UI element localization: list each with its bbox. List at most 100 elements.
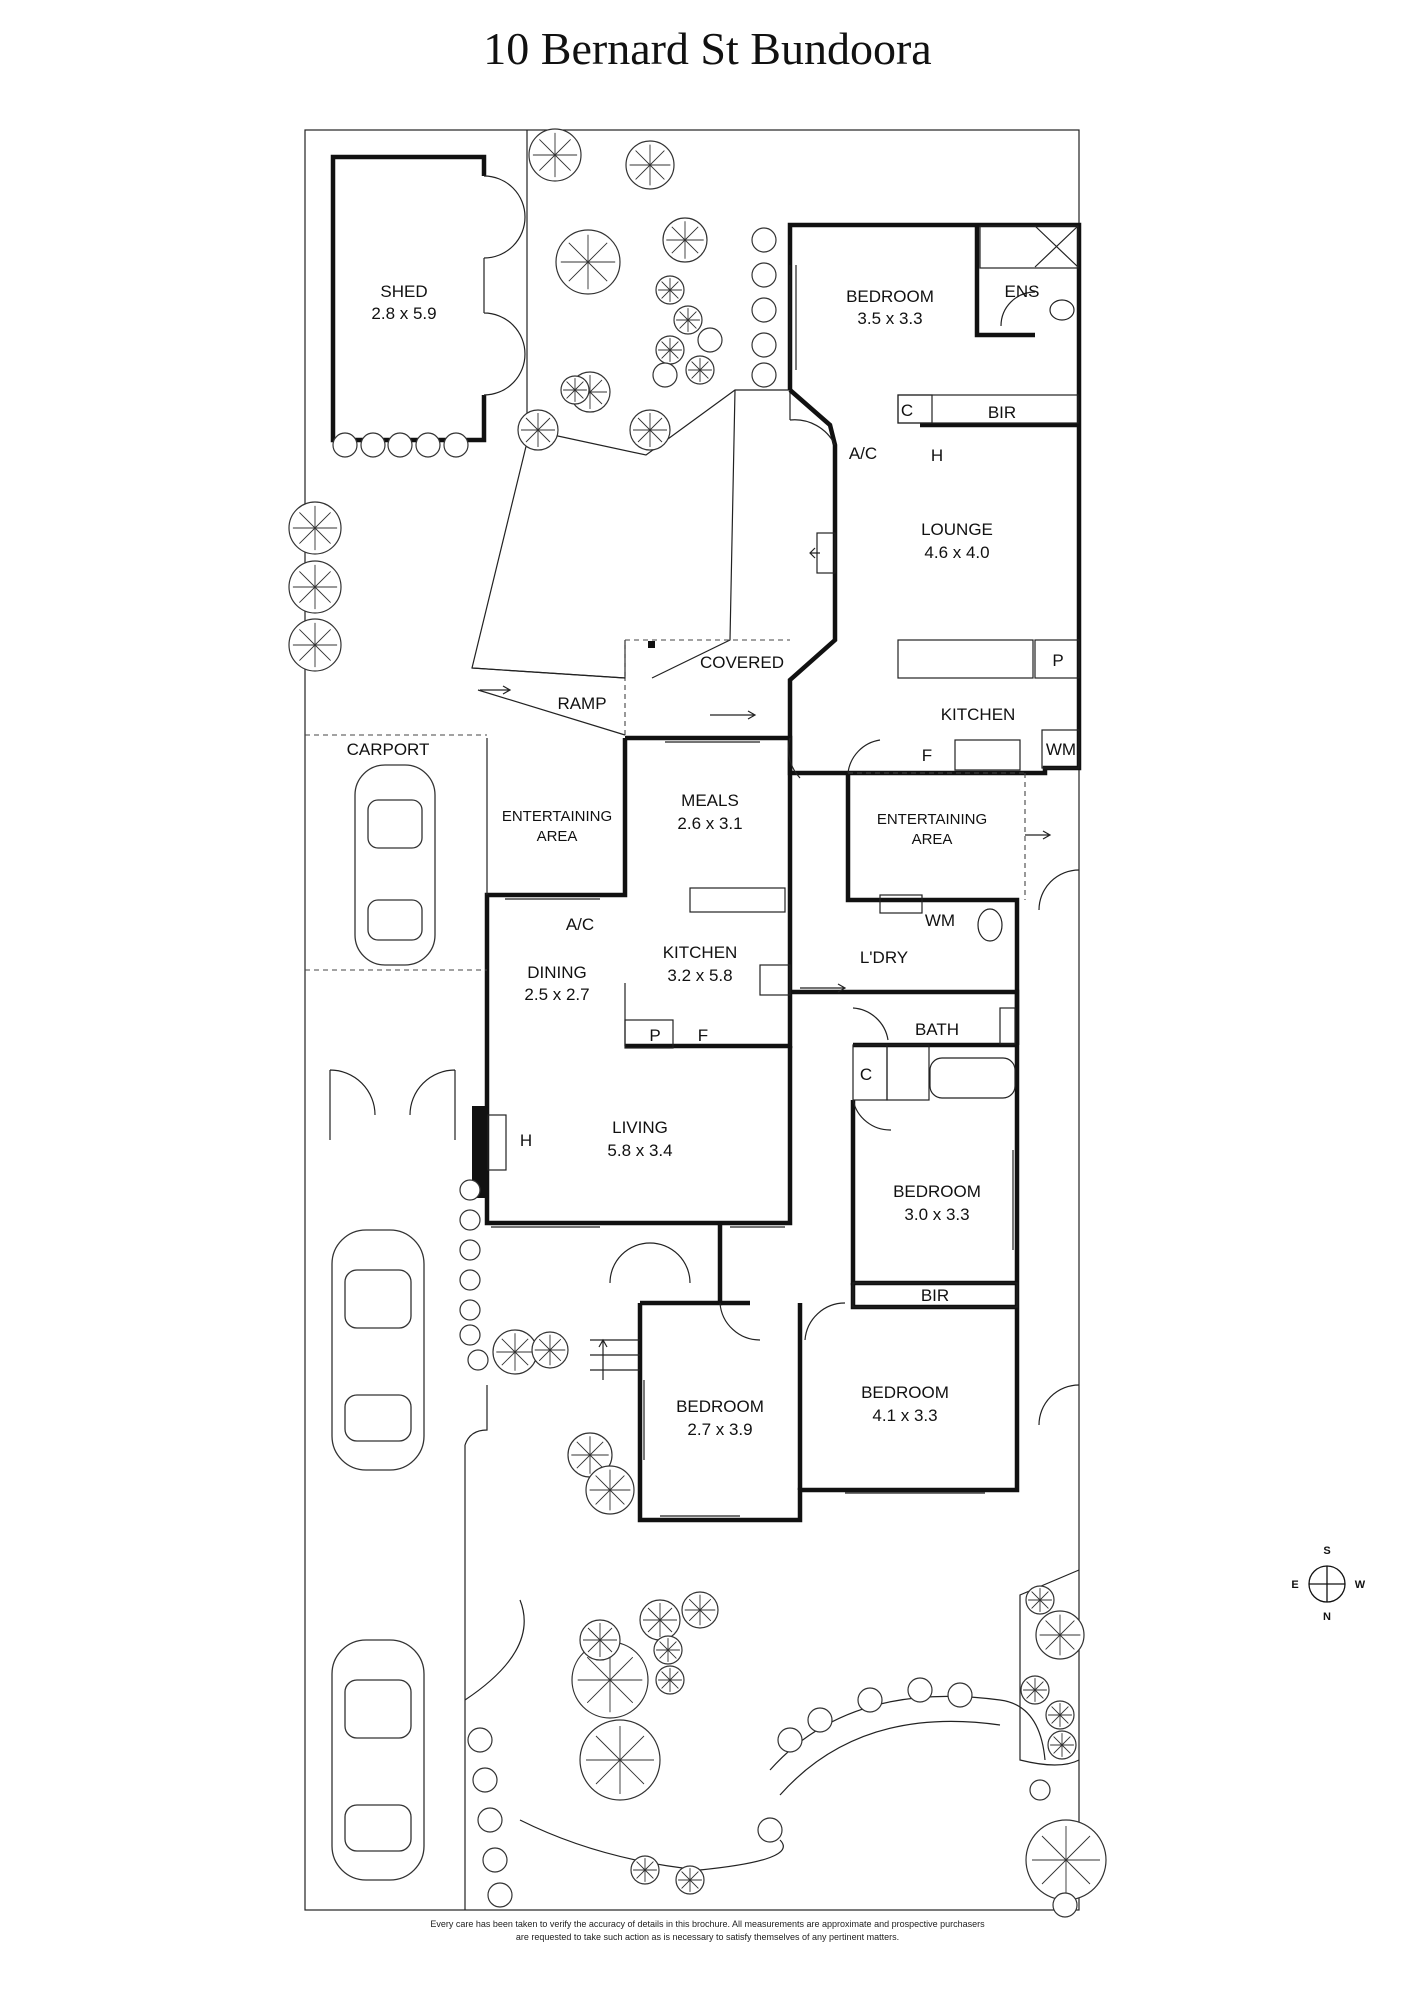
shower-bath xyxy=(886,1044,930,1101)
shed-name: SHED xyxy=(380,282,427,301)
living-dims: 5.8 x 3.4 xyxy=(607,1141,672,1160)
p-kitchen2-label: P xyxy=(1052,651,1063,670)
covered-label: COVERED xyxy=(700,653,784,672)
tree-icon-detail xyxy=(571,1436,609,1474)
tree-icon xyxy=(907,1677,933,1703)
tree-icon xyxy=(751,362,777,388)
tree-icon xyxy=(1052,1892,1078,1918)
tree-icon-detail xyxy=(521,413,555,447)
f-kitchen-label: F xyxy=(698,1026,708,1045)
door-arc-4 xyxy=(852,1099,892,1131)
ldry-tub xyxy=(879,894,923,914)
side-door xyxy=(1038,869,1080,911)
tree-icon xyxy=(751,332,777,358)
kitchen-name: KITCHEN xyxy=(663,943,738,962)
ent-right-line2: AREA xyxy=(912,831,953,848)
tree-icon xyxy=(477,1807,503,1833)
tree-icon-detail xyxy=(684,1594,716,1626)
tree-icon xyxy=(807,1707,833,1733)
tree-icon-detail xyxy=(583,1623,617,1657)
compass-north: N xyxy=(1323,1611,1331,1623)
door-arc-1 xyxy=(789,419,836,446)
c-top-label: C xyxy=(901,401,913,420)
steps xyxy=(590,1339,640,1371)
path-left xyxy=(651,389,736,679)
fireplace xyxy=(472,1106,487,1198)
compass-west: W xyxy=(1355,1579,1366,1591)
tree-icon-detail xyxy=(676,308,700,332)
ac-dining-label: A/C xyxy=(566,915,594,934)
tree-icon-detail xyxy=(292,622,338,668)
h-top-label: H xyxy=(931,446,943,465)
tree-icon-detail xyxy=(532,132,578,178)
bath-label: BATH xyxy=(915,1020,959,1039)
hearth xyxy=(487,1114,507,1171)
tree-icon-detail xyxy=(658,338,682,362)
ent-right-line1: ENTERTAINING xyxy=(877,811,987,828)
f-kitchen2-label: F xyxy=(922,746,932,765)
c-top xyxy=(897,394,933,424)
tree-icon-detail xyxy=(656,1638,680,1662)
h-living-label: H xyxy=(520,1131,532,1150)
kitchen2-pantry xyxy=(1034,639,1080,679)
tree-icon xyxy=(459,1209,481,1231)
car-carport xyxy=(354,764,436,966)
tree-icon xyxy=(459,1324,481,1346)
bedroom1-name: BEDROOM xyxy=(846,287,934,306)
tree-icon xyxy=(443,432,469,458)
ldry-label: L'DRY xyxy=(860,948,908,967)
dining-dims: 2.5 x 2.7 xyxy=(524,985,589,1004)
windows xyxy=(491,265,1014,1517)
tree-icon-detail xyxy=(643,1603,677,1637)
ramp-outline xyxy=(471,429,626,679)
kitchen2-label: KITCHEN xyxy=(941,705,1016,724)
tree-icon-detail xyxy=(534,1334,566,1366)
tree-icon-detail xyxy=(1048,1703,1072,1727)
property-boundary xyxy=(304,129,1080,1911)
disclaimer-line-1: Every care has been taken to verify the … xyxy=(430,1919,985,1929)
tree-icon-detail xyxy=(292,505,338,551)
tree-icon xyxy=(459,1299,481,1321)
side-door-2 xyxy=(1038,1384,1080,1426)
bir-bottom-label: BIR xyxy=(921,1286,949,1305)
tree-icon xyxy=(1029,1779,1051,1801)
meals-name: MEALS xyxy=(681,791,739,810)
garden-bed xyxy=(464,1385,488,1910)
tree-icon-detail xyxy=(678,1868,702,1892)
tree-icon xyxy=(751,262,777,288)
shed xyxy=(330,154,526,443)
ent-left-line1: ENTERTAINING xyxy=(502,808,612,825)
entry-arrow xyxy=(598,1338,608,1380)
compass-south: S xyxy=(1323,1545,1330,1557)
p-kitchen-label: P xyxy=(649,1026,660,1045)
tree-icon-detail xyxy=(1028,1588,1052,1612)
bath-fixture xyxy=(999,1007,1016,1045)
tree-icon xyxy=(757,1817,783,1843)
bir-bottom xyxy=(852,1282,1018,1308)
disclaimer: Every care has been taken to verify the … xyxy=(340,1918,1075,1944)
tree-icon xyxy=(472,1767,498,1793)
ent-arrow xyxy=(1025,830,1052,840)
tree-icon xyxy=(751,297,777,323)
lounge-name: LOUNGE xyxy=(921,520,993,539)
bedroom2-name: BEDROOM xyxy=(893,1182,981,1201)
door-arc-6 xyxy=(719,1302,761,1341)
meals-dims: 2.6 x 3.1 xyxy=(677,814,742,833)
tree-icon-detail xyxy=(1039,1614,1081,1656)
tree-icon xyxy=(751,227,777,253)
door-arc-2 xyxy=(787,737,801,779)
disclaimer-line-2: are requested to take such action as is … xyxy=(515,1932,900,1942)
tree-icon xyxy=(415,432,441,458)
door-arc-5 xyxy=(852,1007,889,1041)
shed-dims: 2.8 x 5.9 xyxy=(371,304,436,323)
ramp-line xyxy=(471,667,626,679)
bedroom3-name: BEDROOM xyxy=(676,1397,764,1416)
ens-toilet xyxy=(1049,299,1075,321)
tree-icon xyxy=(459,1179,481,1201)
ens-door xyxy=(1000,291,1036,327)
post xyxy=(648,641,655,648)
tree-icon xyxy=(459,1239,481,1261)
tree-icon-detail xyxy=(629,144,671,186)
tree-icon xyxy=(387,432,413,458)
